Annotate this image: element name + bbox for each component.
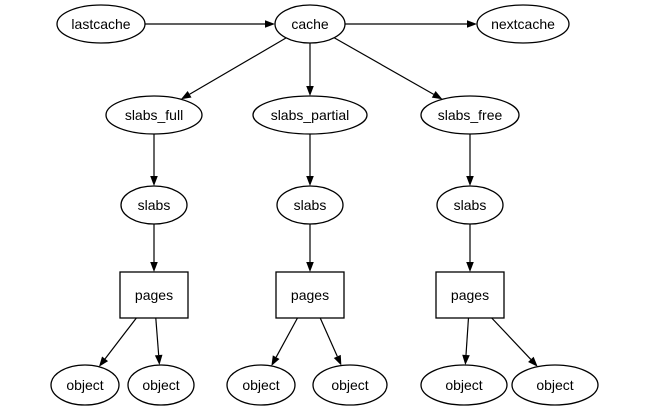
node-label: nextcache <box>491 16 555 32</box>
edge-pages_2-to-object_3 <box>271 317 299 366</box>
node-box <box>119 271 189 319</box>
edge-line <box>189 37 287 95</box>
node-label: slabs_partial <box>271 107 350 123</box>
node-pages-1: pages <box>119 271 189 319</box>
arrowhead <box>271 355 280 366</box>
edge-cache-to-slabs_free <box>333 37 443 100</box>
node-ellipse <box>252 95 368 135</box>
arrowhead <box>150 262 158 272</box>
arrowhead <box>466 262 474 272</box>
node-ellipse <box>511 364 599 406</box>
node-label: pages <box>291 287 329 303</box>
arrowhead <box>306 262 314 272</box>
node-slabs-3: slabs <box>436 185 504 225</box>
node-slabs-free: slabs_free <box>420 95 520 135</box>
edge-line <box>155 317 160 356</box>
edge-lastcache-to-cache <box>145 20 275 28</box>
node-ellipse <box>420 95 520 135</box>
node-label: slabs <box>454 197 487 213</box>
node-label: object <box>66 377 103 393</box>
node-ellipse <box>226 364 296 406</box>
node-slabs-partial: slabs_partial <box>252 95 368 135</box>
arrowhead <box>150 176 158 186</box>
edge-slabs_1-to-pages_1 <box>150 224 158 272</box>
node-object-5: object <box>420 364 508 406</box>
node-object-4: object <box>312 364 388 406</box>
node-ellipse <box>312 364 388 406</box>
edge-line <box>333 37 435 95</box>
node-ellipse <box>476 4 570 44</box>
node-label: object <box>142 377 179 393</box>
edge-pages_2-to-object_4 <box>319 317 342 366</box>
node-object-2: object <box>127 364 195 406</box>
edge-pages_1-to-object_1 <box>98 317 137 367</box>
edge-line <box>465 317 470 356</box>
arrowhead <box>180 90 192 100</box>
node-cache: cache <box>274 4 346 44</box>
node-object-3: object <box>226 364 296 406</box>
node-label: slabs_free <box>438 107 503 123</box>
edge-slabs_full-to-slabs_1 <box>150 134 158 186</box>
node-slabs-full: slabs_full <box>105 95 203 135</box>
edge-pages_3-to-object_6 <box>491 317 538 367</box>
node-pages-3: pages <box>435 271 505 319</box>
edge-cache-to-nextcache <box>345 20 477 28</box>
edge-line <box>491 317 532 360</box>
arrowhead <box>306 176 314 186</box>
edge-slabs_2-to-pages_2 <box>306 224 314 272</box>
node-label: object <box>331 377 368 393</box>
node-ellipse <box>56 4 146 44</box>
arrowhead <box>466 176 474 186</box>
node-ellipse <box>274 4 346 44</box>
node-label: slabs <box>138 197 171 213</box>
node-ellipse <box>105 95 203 135</box>
arrowhead <box>462 354 470 366</box>
node-label: slabs_full <box>125 107 183 123</box>
edge-slabs_partial-to-slabs_2 <box>306 134 314 186</box>
node-ellipse <box>50 364 120 406</box>
node-box <box>435 271 505 319</box>
edge-line <box>275 317 299 358</box>
edge-pages_1-to-object_2 <box>154 317 163 366</box>
node-ellipse <box>120 185 188 225</box>
node-ellipse <box>420 364 508 406</box>
arrowhead <box>431 91 443 100</box>
node-ellipse <box>436 185 504 225</box>
node-ellipse <box>127 364 195 406</box>
nodes: lastcache cache nextcache slabs_full slabs_p… <box>50 4 599 406</box>
arrowhead <box>333 354 342 366</box>
node-label: object <box>242 377 279 393</box>
node-slabs-2: slabs <box>276 185 344 225</box>
node-pages-2: pages <box>275 271 345 319</box>
arrowhead <box>265 20 275 28</box>
edge-line <box>319 317 338 357</box>
node-object-1: object <box>50 364 120 406</box>
node-ellipse <box>276 185 344 225</box>
arrowhead <box>306 86 314 96</box>
edge-cache-to-slabs_full <box>180 37 287 100</box>
node-label: object <box>445 377 482 393</box>
arrowhead <box>528 356 538 367</box>
edge-line <box>104 317 137 360</box>
node-label: cache <box>291 16 329 32</box>
node-label: lastcache <box>71 16 130 32</box>
edge-slabs_3-to-pages_3 <box>466 224 474 272</box>
edge-slabs_free-to-slabs_3 <box>466 134 474 186</box>
node-label: pages <box>135 287 173 303</box>
arrowhead <box>467 20 477 28</box>
node-label: slabs <box>294 197 327 213</box>
arrowhead <box>154 354 163 366</box>
edges <box>98 20 538 367</box>
node-lastcache: lastcache <box>56 4 146 44</box>
edge-cache-to-slabs_partial <box>306 43 314 96</box>
node-slabs-1: slabs <box>120 185 188 225</box>
arrowhead <box>98 356 109 367</box>
edge-pages_3-to-object_5 <box>462 317 470 366</box>
node-label: pages <box>451 287 489 303</box>
node-label: object <box>536 377 573 393</box>
node-nextcache: nextcache <box>476 4 570 44</box>
node-object-6: object <box>511 364 599 406</box>
node-box <box>275 271 345 319</box>
